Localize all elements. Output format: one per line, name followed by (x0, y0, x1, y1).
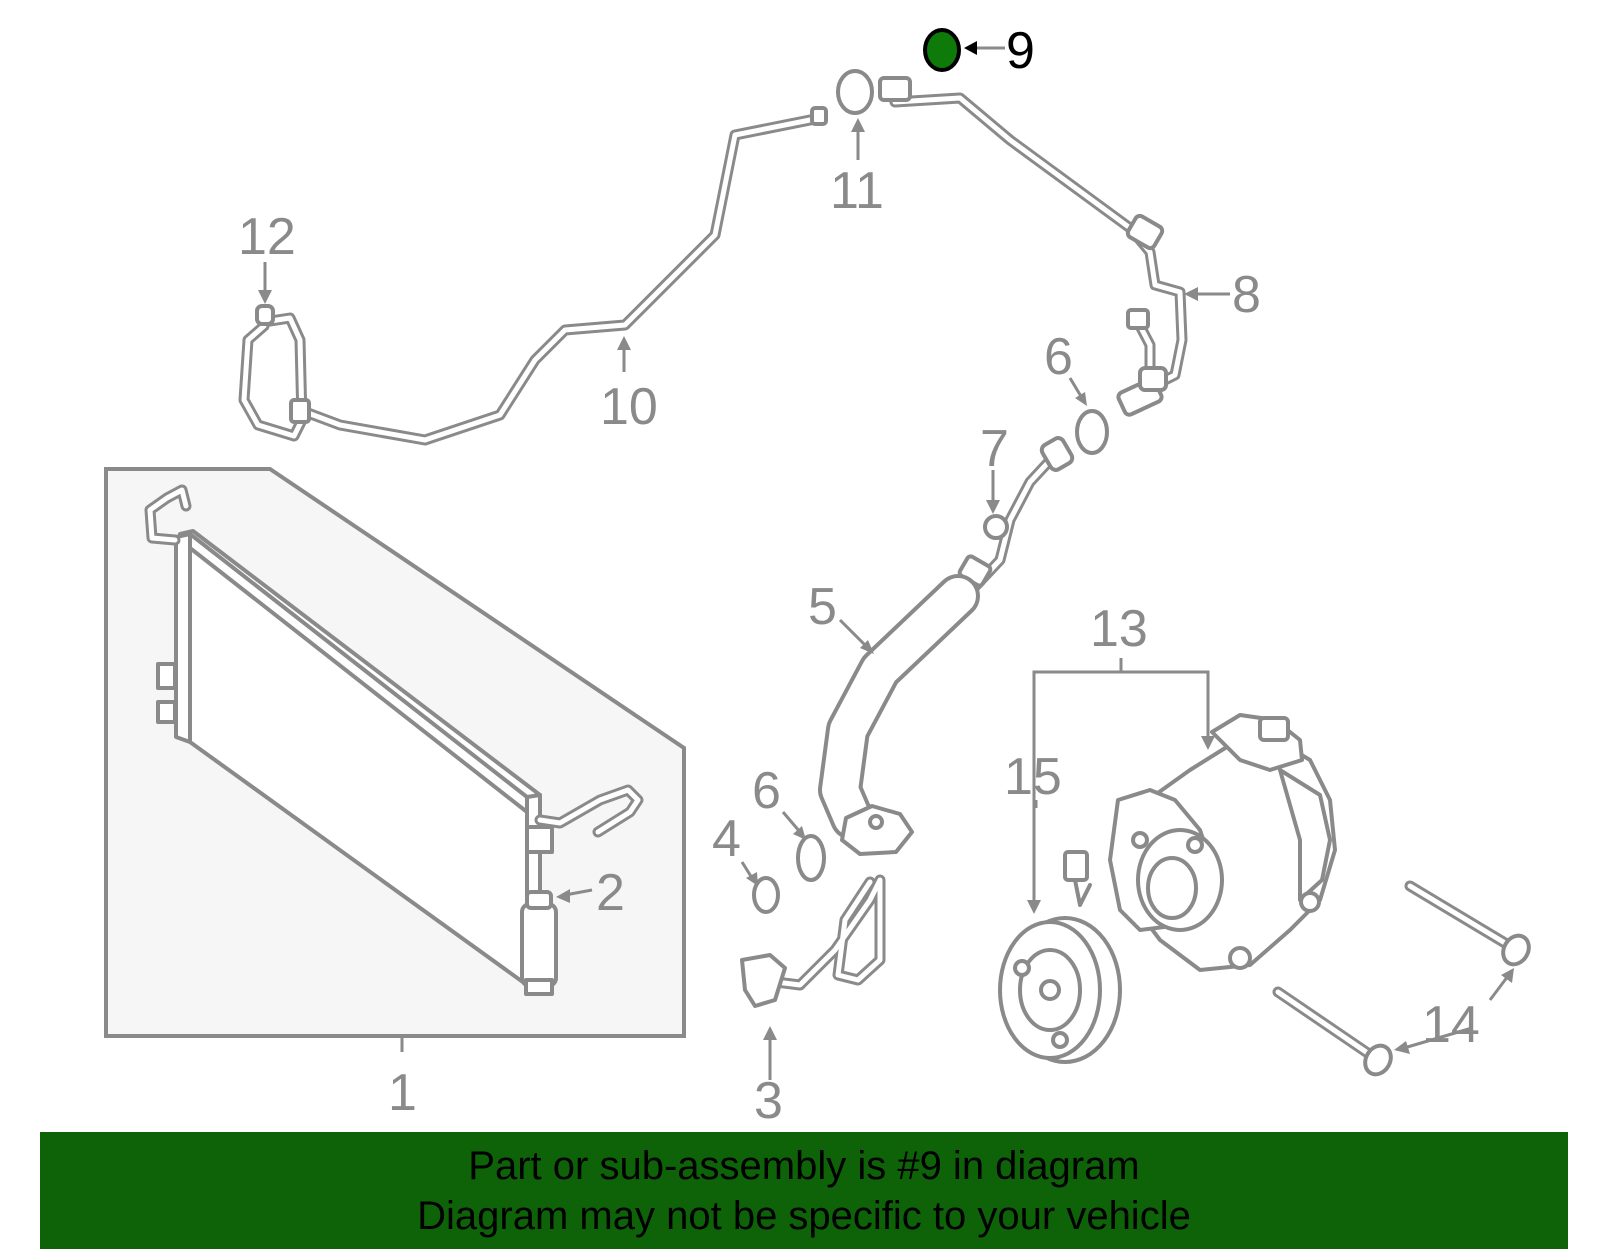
o-ring-6-lower (796, 834, 826, 882)
hose-5 (818, 436, 1075, 856)
bolt-14-lower (1272, 986, 1393, 1077)
callout-15: 15 (1004, 748, 1062, 806)
callout-6-upper: 6 (1044, 328, 1073, 386)
callout-5: 5 (808, 578, 837, 636)
banner-line-1: Part or sub-assembly is #9 in diagram (468, 1143, 1140, 1188)
callout-7: 7 (980, 420, 1009, 478)
banner-line-2: Diagram may not be specific to your vehi… (417, 1193, 1191, 1238)
callout-13: 13 (1090, 600, 1148, 658)
o-ring-11 (836, 69, 874, 115)
callout-4: 4 (712, 810, 741, 868)
callout-2: 2 (596, 864, 625, 922)
clutch-pulley-15 (998, 850, 1122, 1064)
callout-10: 10 (600, 378, 658, 436)
seal-9-highlighted (923, 28, 961, 72)
leader-lines (258, 41, 1514, 1080)
callout-14: 14 (1422, 996, 1480, 1054)
callout-numbers: 1 2 3 4 5 6 6 7 8 9 10 11 12 13 14 15 (238, 22, 1480, 1130)
pipe-3 (740, 874, 886, 1008)
callout-11: 11 (830, 162, 884, 220)
bolt-14-upper (1404, 880, 1531, 967)
callout-12: 12 (238, 208, 296, 266)
pipe-10 (238, 106, 828, 446)
o-ring-4 (752, 876, 780, 914)
callout-8: 8 (1232, 266, 1261, 324)
valve-7 (983, 514, 1009, 540)
o-ring-6-upper (1075, 409, 1109, 455)
receiver-drier (520, 890, 558, 996)
ac-parts-diagram: 1 2 3 4 5 6 6 7 8 9 10 11 12 13 14 15 (104, 22, 1531, 1130)
callout-1: 1 (388, 1064, 417, 1122)
info-banner: Part or sub-assembly is #9 in diagram Di… (40, 1132, 1568, 1249)
pipe-8 (878, 76, 1188, 417)
callout-6-lower: 6 (752, 762, 781, 820)
compressor-13 (1108, 713, 1337, 972)
callout-3: 3 (754, 1072, 783, 1130)
callout-9: 9 (1006, 22, 1035, 80)
fitting-12 (255, 304, 275, 326)
